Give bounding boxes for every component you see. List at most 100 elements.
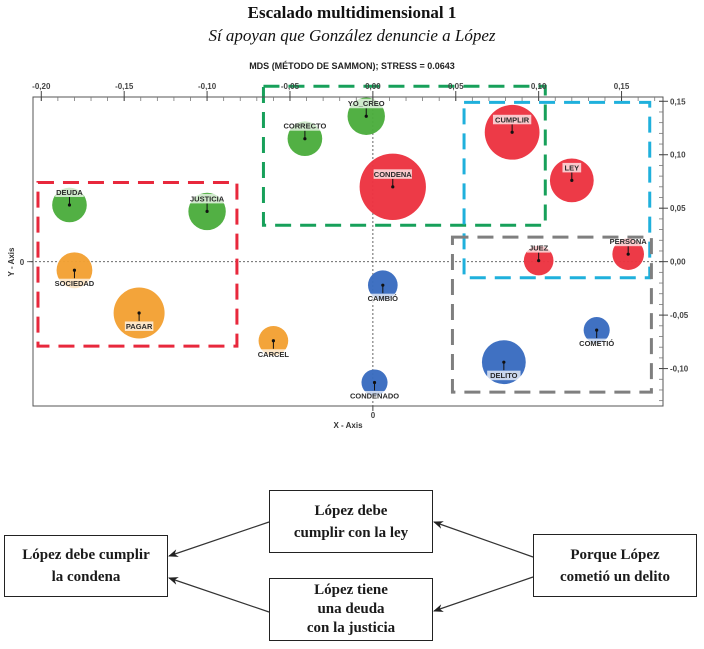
x-tick-label: -0,20 — [32, 82, 51, 91]
node-line: una deuda — [317, 601, 385, 617]
node-lopez-debe-cumplir-la-condena: López debe cumplir la condena — [4, 535, 168, 597]
bubble-label: PAGAR — [126, 322, 153, 331]
bubbles: DEUDA JUSTICIA SOCIEDAD PAGAR CORRECTO YO_CRE… — [52, 97, 648, 401]
bubble-label-bg — [185, 193, 229, 204]
node-lopez-debe-cumplir-con-la-ley: López debe cumplir con la ley — [269, 490, 433, 553]
arrow-deuda-to-condena — [168, 577, 270, 613]
bubble-center-dot — [381, 283, 385, 287]
bubble-center-dot — [626, 252, 630, 256]
bubble-label: CUMPLIR — [495, 115, 530, 124]
bubble-label-bg — [609, 236, 648, 247]
cluster-box-cyan — [462, 100, 652, 280]
y-tick-label: 0,05 — [670, 204, 686, 213]
y-tick-label: 0,00 — [670, 258, 686, 267]
x-tick-label: 0,05 — [448, 82, 464, 91]
bubble-label: JUSTICIA — [190, 194, 225, 203]
bubble-sociedad: SOCIEDAD — [52, 252, 97, 289]
node-line: la condena — [51, 569, 121, 585]
x-zero-label: 0 — [371, 411, 376, 420]
bubble-label: PERSONA — [610, 237, 648, 246]
bubble-label: DELITO — [490, 371, 518, 380]
bubble-label-bg — [577, 338, 616, 349]
x-tick-label: 0,15 — [614, 82, 630, 91]
bubble-label-bg — [373, 169, 412, 179]
bubble-cumplir: CUMPLIR — [484, 104, 540, 160]
bubble-label-bg — [487, 370, 521, 381]
node-line: Porque López — [570, 546, 660, 563]
bubble-condena: CONDENA — [359, 153, 426, 220]
bubble-ley: LEY — [549, 158, 594, 203]
bubble-label-bg — [350, 390, 399, 401]
bubble-center-dot — [303, 137, 307, 141]
bubble-center-dot — [391, 185, 395, 189]
y-tick-label: -0,05 — [670, 311, 689, 320]
bubble-carcel: CARCEL — [256, 325, 291, 359]
bubble-label: COMETIÓ — [579, 339, 614, 348]
x-axis-label: X - Axis — [333, 421, 363, 430]
cluster-box-gray — [450, 235, 653, 394]
bubble-center-dot — [137, 311, 141, 315]
bubble-label: CONDENA — [374, 170, 413, 179]
bubble-center-dot — [67, 203, 72, 207]
x-tick-label: 0,00 — [365, 82, 381, 91]
arrow-ley-to-condena — [168, 521, 270, 557]
bubble-label: DEUDA — [56, 188, 83, 197]
cluster-boxes — [36, 84, 653, 394]
node-lopez-tiene-una-deuda: López tiene una deuda con la justicia — [269, 578, 433, 641]
bubble-label-bg — [55, 187, 84, 197]
bubble-label-bg — [366, 293, 400, 304]
arrow-delito-to-ley — [433, 521, 534, 558]
bubble-label-bg — [283, 121, 327, 131]
bubble-persona: PERSONA — [609, 236, 648, 270]
bubble-center-dot — [510, 130, 514, 134]
y-axis-label: Y - Axis — [7, 247, 16, 276]
bubble-pagar: PAGAR — [113, 287, 165, 339]
node-line: con la justicia — [306, 620, 396, 636]
bubble-center-dot — [364, 114, 368, 118]
plot-frame — [32, 96, 664, 407]
bubble-center-dot — [537, 258, 541, 263]
bubble-label-bg — [347, 98, 386, 109]
bubble-correcto: CORRECTO — [283, 121, 327, 157]
arrow-delito-to-deuda — [433, 576, 534, 612]
chart-title: MDS (MÉTODO DE SAMMON); STRESS = 0.0643 — [249, 61, 455, 71]
bubble-label-bg — [526, 243, 551, 253]
bubble-label: CORRECTO — [284, 122, 327, 131]
cluster-box-red — [36, 181, 239, 348]
figure-title: Escalado multidimensional 1 — [247, 3, 457, 22]
argument-diagram-arrows — [168, 521, 534, 613]
node-line: cometió un delito — [560, 568, 670, 585]
bubble-deuda: DEUDA — [52, 187, 87, 223]
reference-lines — [27, 97, 663, 406]
bubble-condenado: CONDENADO — [350, 369, 399, 401]
y-zero-label: 0 — [20, 258, 25, 267]
bubble-label-bg — [124, 321, 154, 331]
bubble-center-dot — [570, 178, 574, 182]
bubble-center-dot — [271, 339, 275, 343]
bubble-label: CARCEL — [258, 350, 290, 359]
bubble-center-dot — [502, 360, 506, 364]
x-tick-label: -0,05 — [281, 82, 300, 91]
x-tick-label: -0,10 — [198, 82, 217, 91]
x-tick-label: 0,10 — [531, 82, 547, 91]
bubble-justicia: JUSTICIA — [185, 192, 229, 231]
bubble-label: SOCIEDAD — [55, 279, 95, 288]
bubble-cambió: CAMBIÓ — [366, 270, 400, 304]
node-line: López tiene — [314, 582, 388, 598]
bubble-center-dot — [72, 268, 77, 272]
bubble-label: CAMBIÓ — [368, 294, 399, 303]
y-tick-label: 0,15 — [670, 97, 686, 106]
bubble-delito: DELITO — [481, 340, 526, 385]
node-porque-lopez-cometio-un-delito: Porque López cometió un delito — [533, 534, 697, 597]
y-tick-label: -0,10 — [670, 365, 689, 374]
bubble-label: JUEZ — [529, 244, 549, 253]
y-tick-label: 0,10 — [670, 151, 686, 160]
bubble-label: CONDENADO — [350, 391, 399, 400]
bubble-cometió: COMETIÓ — [577, 317, 616, 349]
bubble-label: YO_CREO — [348, 99, 385, 108]
bubble-label-bg — [562, 162, 582, 173]
node-line: López debe cumplir — [22, 547, 150, 563]
bubble-yo_creo: YO_CREO — [347, 97, 386, 135]
bubble-juez: JUEZ — [523, 243, 554, 276]
